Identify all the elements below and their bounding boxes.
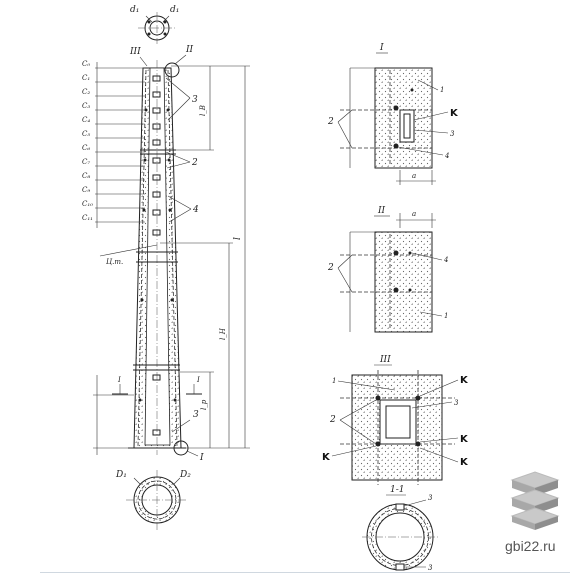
- section-mark-left: I: [117, 376, 121, 384]
- detail-ii-1: 1: [444, 312, 448, 320]
- c-label-8: C₈: [82, 172, 90, 180]
- detail-iii-3: 3: [454, 399, 459, 407]
- detail-iii-2: 2: [329, 415, 336, 425]
- c-label-3: C₃: [82, 102, 90, 110]
- detail-ii-title: II: [377, 206, 386, 216]
- d1-bottom-label: D₁: [115, 470, 127, 480]
- watermark-text: gbi22.ru: [505, 538, 556, 554]
- detail-i-k: K: [450, 108, 459, 119]
- callout-2-mid: 2: [191, 158, 198, 168]
- dim-lp: l_p: [200, 399, 208, 410]
- callout-3-bottom: 3: [193, 410, 199, 420]
- detail-iii-k-mid: K: [460, 434, 469, 445]
- section-11-title: 1-1: [390, 485, 405, 495]
- detail-iii: III 1 K 3 2 K K K: [322, 355, 469, 485]
- detail-i-a: a: [412, 172, 416, 180]
- d1-right-label: d₁: [170, 5, 179, 15]
- detail-i-1: 1: [440, 86, 444, 94]
- detail-iii-k-bottom: K: [460, 457, 469, 468]
- c-label-4: C₄: [82, 116, 90, 124]
- callout-4-mid: 4: [192, 205, 199, 215]
- section-1-1: 1-1 3 3: [362, 485, 438, 572]
- c-label-0: C₀: [82, 60, 90, 68]
- c-label-5: C₅: [82, 130, 90, 138]
- detail-i-4: 4: [444, 152, 449, 160]
- detail-i: I a 1 K 3 4 2: [327, 43, 459, 185]
- detail-i-title: I: [379, 43, 384, 53]
- bottom-divider: [40, 572, 570, 573]
- callout-3-top: 3: [192, 95, 198, 105]
- callout-i: I: [199, 453, 204, 463]
- d1-left-label: d₁: [130, 5, 139, 15]
- detail-iii-k-top: K: [460, 375, 469, 386]
- c-label-11: C₁₁: [82, 214, 93, 222]
- c-label-2: C₂: [82, 88, 90, 96]
- dim-lb: l_B: [199, 105, 207, 116]
- c-label-6: C₆: [82, 144, 90, 152]
- center-of-gravity: Ц.т.: [106, 258, 123, 266]
- callout-ii: II: [185, 45, 194, 55]
- detail-iii-1: 1: [332, 377, 336, 385]
- dim-lh: l_H: [219, 327, 227, 340]
- detail-i-3: 3: [450, 130, 455, 138]
- detail-iii-k-left: K: [322, 452, 331, 463]
- section-11-3-top: 3: [428, 494, 433, 502]
- callout-iii: III: [129, 47, 141, 57]
- d2-bottom-label: D₂: [179, 470, 191, 480]
- detail-ii-4: 4: [443, 256, 448, 264]
- c-label-7: C₇: [82, 158, 90, 166]
- dim-total: l: [233, 237, 243, 240]
- column-elevation: C₀ C₁ C₂ C₃ C₄ C₅ C₆ C₇ C₈ C₉ C₁₀ C₁₁ II…: [82, 45, 250, 463]
- section-11-3-bottom: 3: [428, 564, 433, 572]
- detail-ii-a: a: [412, 210, 416, 218]
- c-levels: C₀ C₁ C₂ C₃ C₄ C₅ C₆ C₇ C₈ C₉ C₁₀ C₁₁: [82, 60, 145, 228]
- c-label-1: C₁: [82, 74, 90, 82]
- c-label-9: C₉: [82, 186, 90, 194]
- c-label-10: C₁₀: [82, 200, 93, 208]
- top-cross-section: d₁ d₁: [130, 5, 179, 44]
- bottom-cross-section: D₁ D₂: [115, 470, 191, 530]
- section-mark-right: I: [196, 376, 200, 384]
- embedded-plates: [152, 75, 161, 436]
- site-logo: [510, 471, 560, 530]
- detail-ii-2: 2: [327, 263, 334, 273]
- rebar-dots: [138, 108, 177, 402]
- detail-ii: II a 2 4 1: [327, 206, 448, 333]
- detail-iii-title: III: [379, 355, 391, 365]
- detail-i-2: 2: [327, 117, 334, 127]
